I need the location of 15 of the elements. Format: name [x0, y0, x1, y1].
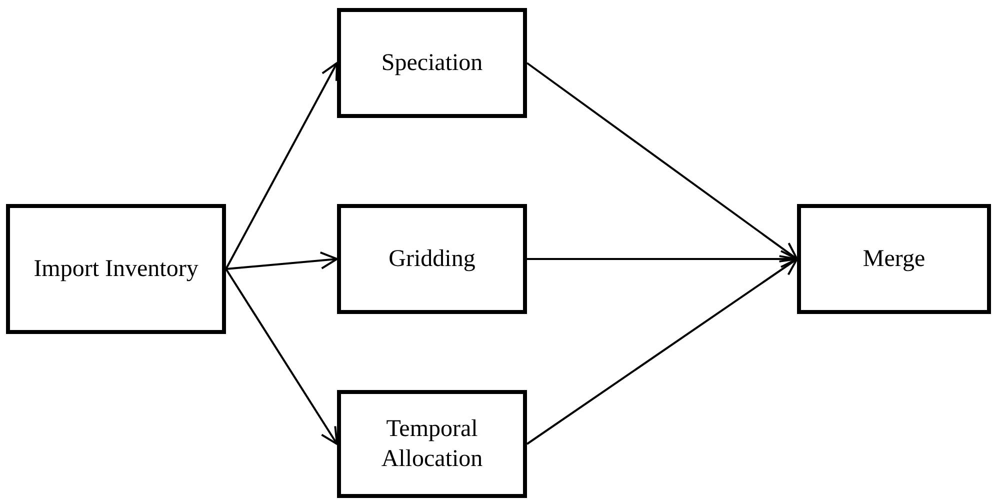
box-label: Speciation — [381, 49, 483, 78]
arrow — [526, 62, 798, 260]
process-box — [337, 8, 527, 118]
arrow — [225, 268, 338, 445]
box-label: Merge — [862, 245, 926, 274]
box-label: Gridding — [388, 245, 476, 274]
process-box — [337, 204, 527, 314]
box-label: Import Inventory — [34, 255, 198, 284]
arrow — [225, 62, 338, 270]
process-box — [6, 204, 226, 334]
process-box — [797, 204, 991, 314]
arrow — [226, 251, 338, 270]
arrow — [526, 258, 798, 445]
box-label: Temporal Allocation — [380, 415, 484, 474]
process-box — [337, 390, 527, 498]
